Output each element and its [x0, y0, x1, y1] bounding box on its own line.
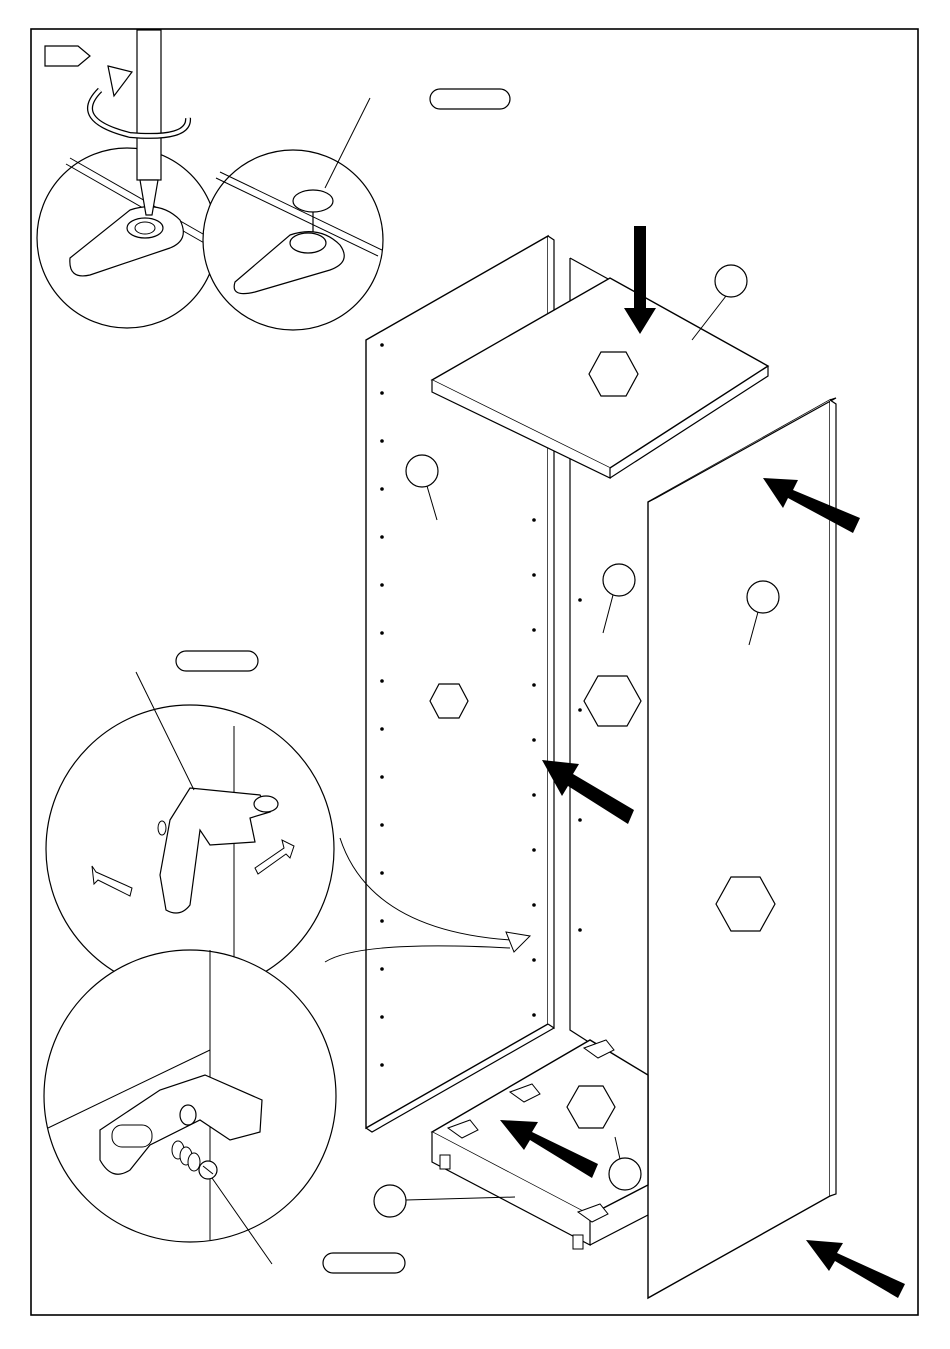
- hole-dot: [380, 439, 384, 443]
- hole-dot: [578, 598, 582, 602]
- hexagon-label-left: [430, 684, 468, 718]
- hole-dot: [532, 903, 536, 907]
- hole-dot: [380, 775, 384, 779]
- hole-dot: [532, 628, 536, 632]
- hole-dot: [380, 967, 384, 971]
- hole-dot: [532, 683, 536, 687]
- quantity-tag-middle: [176, 651, 258, 671]
- hole-dot: [532, 518, 536, 522]
- hole-dot: [380, 1063, 384, 1067]
- hole-dot: [380, 679, 384, 683]
- hexagon-label-back: [584, 676, 641, 726]
- hole-dot: [380, 631, 384, 635]
- arrow-bottom-right: [806, 1240, 905, 1298]
- part-callout-top: [692, 265, 747, 340]
- hole-dot: [532, 573, 536, 577]
- hole-dot: [380, 1015, 384, 1019]
- hole-dot: [380, 535, 384, 539]
- hole-dot: [380, 727, 384, 731]
- hole-dot: [532, 793, 536, 797]
- detail-circle-cam-lock: [203, 98, 383, 330]
- hole-dot: [380, 343, 384, 347]
- hole-dot: [532, 1013, 536, 1017]
- detail-circle-dowel: [44, 950, 336, 1264]
- hole-dot: [380, 391, 384, 395]
- quantity-tag-bottom: [323, 1253, 405, 1273]
- hole-dot: [380, 487, 384, 491]
- detail-circle-bracket: [46, 672, 334, 993]
- step-arrow-tag: [45, 46, 90, 66]
- hole-dot: [532, 848, 536, 852]
- part-callout-back: [603, 564, 635, 633]
- hole-dot: [380, 823, 384, 827]
- hole-dot: [578, 708, 582, 712]
- hole-dot: [578, 928, 582, 932]
- hole-dot: [380, 583, 384, 587]
- arrow-back-panel: [542, 760, 634, 824]
- hole-dot: [380, 919, 384, 923]
- hole-dot: [532, 958, 536, 962]
- right-side-panel: [648, 398, 836, 1298]
- quantity-tag-top: [430, 89, 510, 109]
- detail-circle-screwdriver: [37, 148, 217, 328]
- hole-dot: [578, 818, 582, 822]
- hole-dot: [380, 871, 384, 875]
- hole-dot: [532, 738, 536, 742]
